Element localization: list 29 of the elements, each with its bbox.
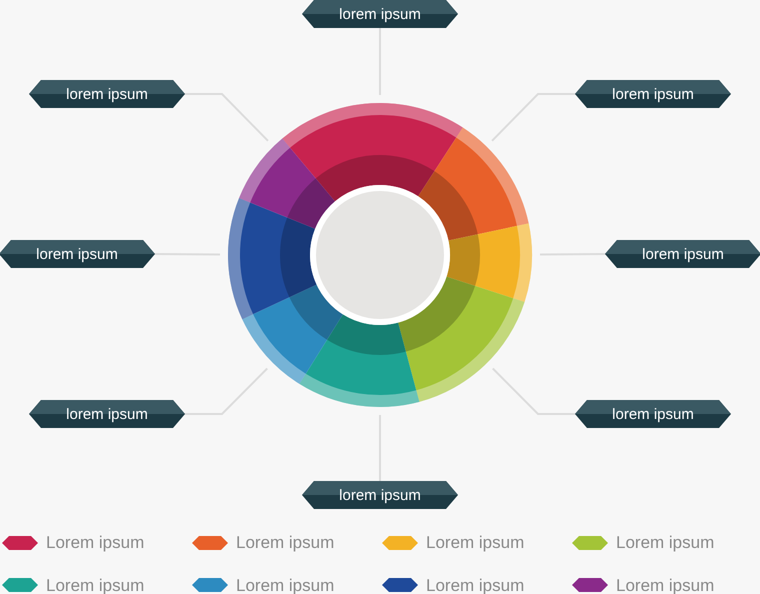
leader-line [183, 368, 268, 415]
donut-ring-drawing [228, 103, 532, 407]
label-banner [29, 80, 185, 108]
banner-label: lorem ipsum [36, 246, 118, 262]
label-banner [302, 481, 458, 509]
legend-label: Lorem ipsum [46, 532, 144, 554]
banner-label: lorem ipsum [66, 406, 148, 422]
leader-line [492, 368, 577, 415]
banner-label: lorem ipsum [339, 488, 421, 502]
banner-label: lorem ipsum [339, 6, 421, 22]
legend-label: Lorem ipsum [46, 574, 144, 594]
legend-label: Lorem ipsum [236, 532, 334, 554]
banner-label: lorem ipsum [612, 86, 694, 102]
leader-line [491, 93, 577, 142]
legend-label: Lorem ipsum [616, 532, 714, 554]
banner-label: lorem ipsum [612, 406, 694, 422]
legend-label: Lorem ipsum [236, 574, 334, 594]
banner-label: lorem ipsum [66, 86, 148, 102]
legend-label: Lorem ipsum [616, 574, 714, 594]
legend-label: Lorem ipsum [426, 574, 524, 594]
banner-label: lorem ipsum [642, 246, 724, 262]
label-banner [605, 240, 760, 268]
legend-label: Lorem ipsum [426, 532, 524, 554]
label-banner [302, 0, 458, 28]
label-banner [0, 240, 155, 268]
label-banner [575, 80, 731, 108]
leader-line [183, 93, 269, 142]
label-banner [575, 400, 731, 428]
label-banner [29, 400, 185, 428]
